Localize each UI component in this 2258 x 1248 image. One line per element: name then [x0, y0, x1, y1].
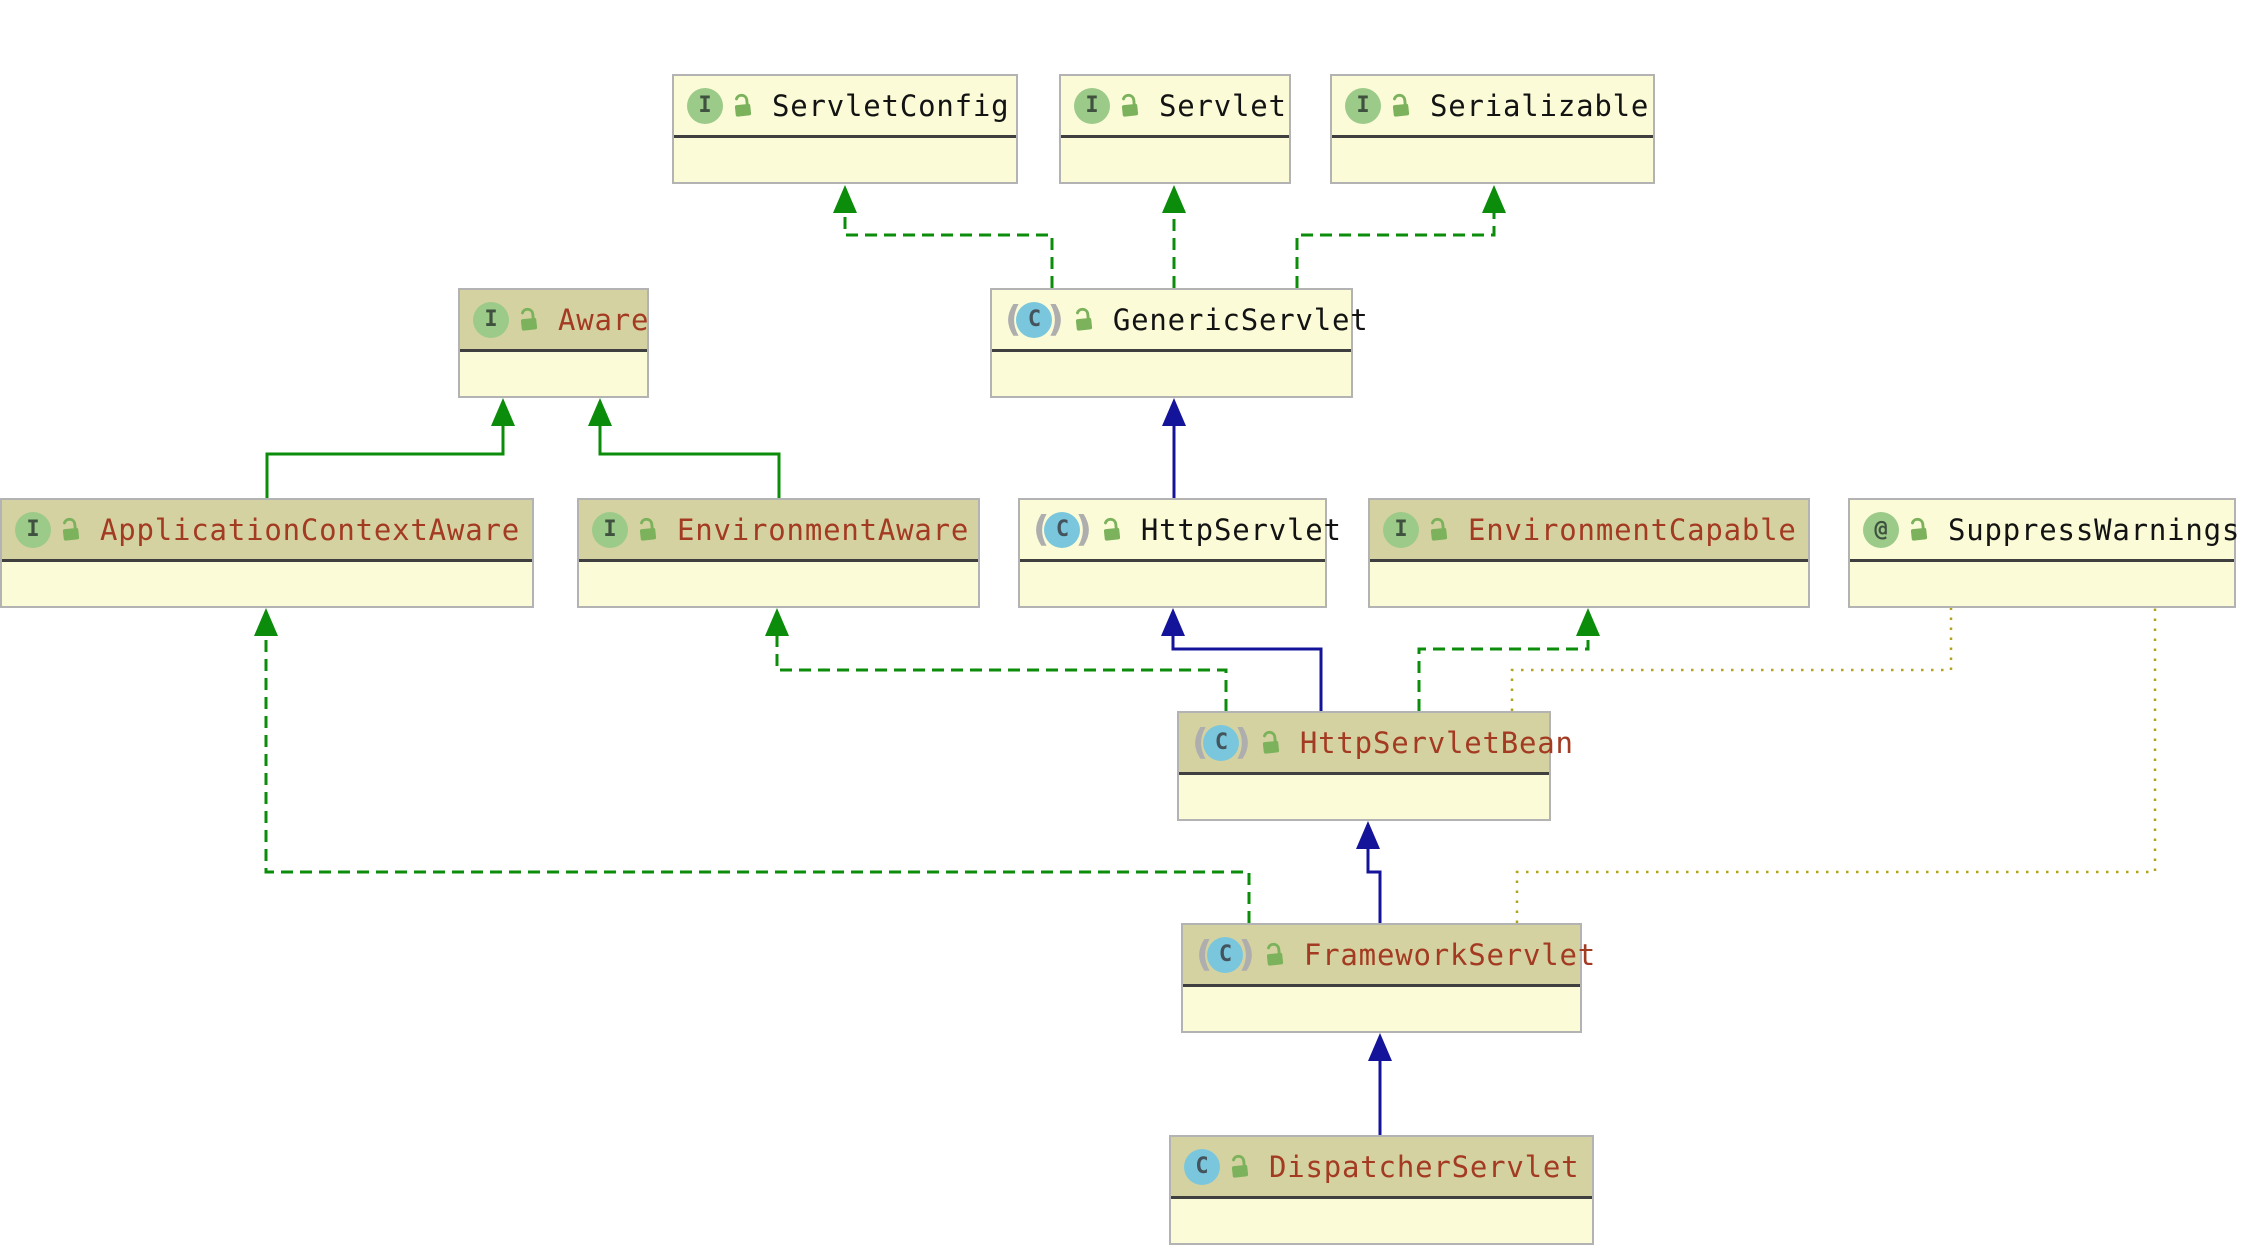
node-environmentcapable[interactable]: I EnvironmentCapable — [1368, 498, 1810, 608]
class-name: ServletConfig — [772, 88, 1010, 123]
class-name: ApplicationContextAware — [100, 512, 520, 547]
edge-httpservletbean-annotated-suppresswarnings — [1510, 608, 1953, 711]
edge-applicationcontextaware-extends-aware — [265, 398, 515, 498]
public-lock-icon — [1430, 517, 1448, 541]
members-compartment — [579, 562, 978, 606]
edge-httpservletbean-extends-httpservlet — [1161, 608, 1323, 711]
class-icon: C — [1184, 1148, 1220, 1185]
interface-icon: I — [687, 87, 723, 124]
public-lock-icon — [1392, 93, 1410, 117]
interface-icon: I — [15, 511, 51, 548]
edge-genericservlet-implements-servletconfig — [833, 185, 1054, 288]
node-header: I Aware — [460, 290, 650, 352]
edge-httpservletbean-implements-environmentcapable — [1417, 608, 1600, 711]
edge-frameworkservlet-annotated-suppresswarnings — [1515, 608, 2157, 923]
class-name: HttpServlet — [1140, 512, 1342, 547]
interface-icon: I — [592, 511, 628, 548]
members-compartment — [1370, 562, 1808, 606]
public-lock-icon — [1103, 517, 1120, 541]
node-header: (C) GenericServlet — [992, 290, 1368, 352]
members-compartment — [1183, 987, 1580, 1031]
abstract-class-icon: (C) — [1196, 933, 1255, 975]
edge-genericservlet-implements-servlet — [1162, 185, 1186, 288]
interface-icon: I — [1074, 87, 1110, 124]
members-compartment — [1171, 1199, 1592, 1243]
public-lock-icon — [1121, 93, 1139, 117]
members-compartment — [2, 562, 532, 606]
public-lock-icon — [1910, 517, 1928, 541]
class-name: Serializable — [1430, 88, 1650, 123]
edge-httpservlet-extends-genericservlet — [1162, 398, 1186, 498]
public-lock-icon — [1075, 307, 1092, 331]
interface-icon: I — [1383, 511, 1419, 548]
class-name: EnvironmentCapable — [1468, 512, 1797, 547]
node-applicationcontextaware[interactable]: I ApplicationContextAware — [0, 498, 534, 608]
abstract-class-icon: (C) — [1192, 721, 1251, 763]
class-name: EnvironmentAware — [677, 512, 970, 547]
edge-httpservletbean-implements-environmentaware — [765, 608, 1228, 711]
abstract-class-icon: (C) — [1033, 508, 1092, 550]
class-name: GenericServlet — [1112, 302, 1369, 337]
annotation-icon: @ — [1863, 511, 1899, 548]
node-header: I ServletConfig — [674, 76, 1016, 138]
class-name: HttpServletBean — [1299, 725, 1574, 760]
node-suppresswarnings[interactable]: @ SuppressWarnings — [1848, 498, 2239, 608]
edge-frameworkservlet-extends-httpservletbean — [1356, 821, 1382, 923]
node-genericservlet[interactable]: (C) GenericServlet — [990, 288, 1368, 398]
node-header: C DispatcherServlet — [1171, 1137, 1592, 1199]
class-name: Servlet — [1159, 88, 1287, 123]
edge-environmentaware-extends-aware — [588, 398, 781, 498]
public-lock-icon — [1262, 730, 1279, 754]
edge-genericservlet-implements-serializable — [1295, 185, 1506, 288]
members-compartment — [460, 352, 647, 396]
public-lock-icon — [62, 517, 80, 541]
node-servlet[interactable]: I Servlet — [1059, 74, 1291, 184]
interface-icon: I — [1345, 87, 1381, 124]
members-compartment — [1332, 138, 1653, 182]
node-header: (C) HttpServletBean — [1179, 713, 1573, 775]
class-name: DispatcherServlet — [1269, 1149, 1580, 1184]
node-environmentaware[interactable]: I EnvironmentAware — [577, 498, 980, 608]
edge-frameworkservlet-implements-applicationcontextaware — [254, 608, 1251, 923]
node-header: I Serializable — [1332, 76, 1653, 138]
members-compartment — [1061, 138, 1289, 182]
node-header: I EnvironmentAware — [579, 500, 978, 562]
node-header: (C) FrameworkServlet — [1183, 925, 1595, 987]
members-compartment — [1179, 775, 1549, 819]
node-header: @ SuppressWarnings — [1850, 500, 2239, 562]
class-name: FrameworkServlet — [1303, 937, 1597, 972]
node-aware[interactable]: I Aware — [458, 288, 649, 398]
node-httpservletbean[interactable]: (C) HttpServletBean — [1177, 711, 1573, 821]
public-lock-icon — [1231, 1154, 1249, 1178]
node-servletconfig[interactable]: I ServletConfig — [672, 74, 1018, 184]
members-compartment — [674, 138, 1016, 182]
members-compartment — [992, 352, 1351, 396]
node-serializable[interactable]: I Serializable — [1330, 74, 1655, 184]
abstract-class-icon: (C) — [1005, 298, 1064, 340]
node-header: I Servlet — [1061, 76, 1289, 138]
node-header: I ApplicationContextAware — [2, 500, 532, 562]
node-header: I EnvironmentCapable — [1370, 500, 1808, 562]
node-httpservlet[interactable]: (C) HttpServlet — [1018, 498, 1341, 608]
edge-dispatcherservlet-extends-frameworkservlet — [1368, 1033, 1392, 1135]
members-compartment — [1850, 562, 2234, 606]
class-name: Aware — [558, 302, 650, 337]
public-lock-icon — [639, 517, 657, 541]
class-name: SuppressWarnings — [1948, 512, 2241, 547]
node-frameworkservlet[interactable]: (C) FrameworkServlet — [1181, 923, 1595, 1033]
node-header: (C) HttpServlet — [1020, 500, 1341, 562]
public-lock-icon — [734, 93, 752, 117]
public-lock-icon — [1266, 942, 1283, 966]
members-compartment — [1020, 562, 1325, 606]
node-dispatcherservlet[interactable]: C DispatcherServlet — [1169, 1135, 1594, 1245]
public-lock-icon — [520, 307, 538, 331]
interface-icon: I — [473, 301, 509, 338]
